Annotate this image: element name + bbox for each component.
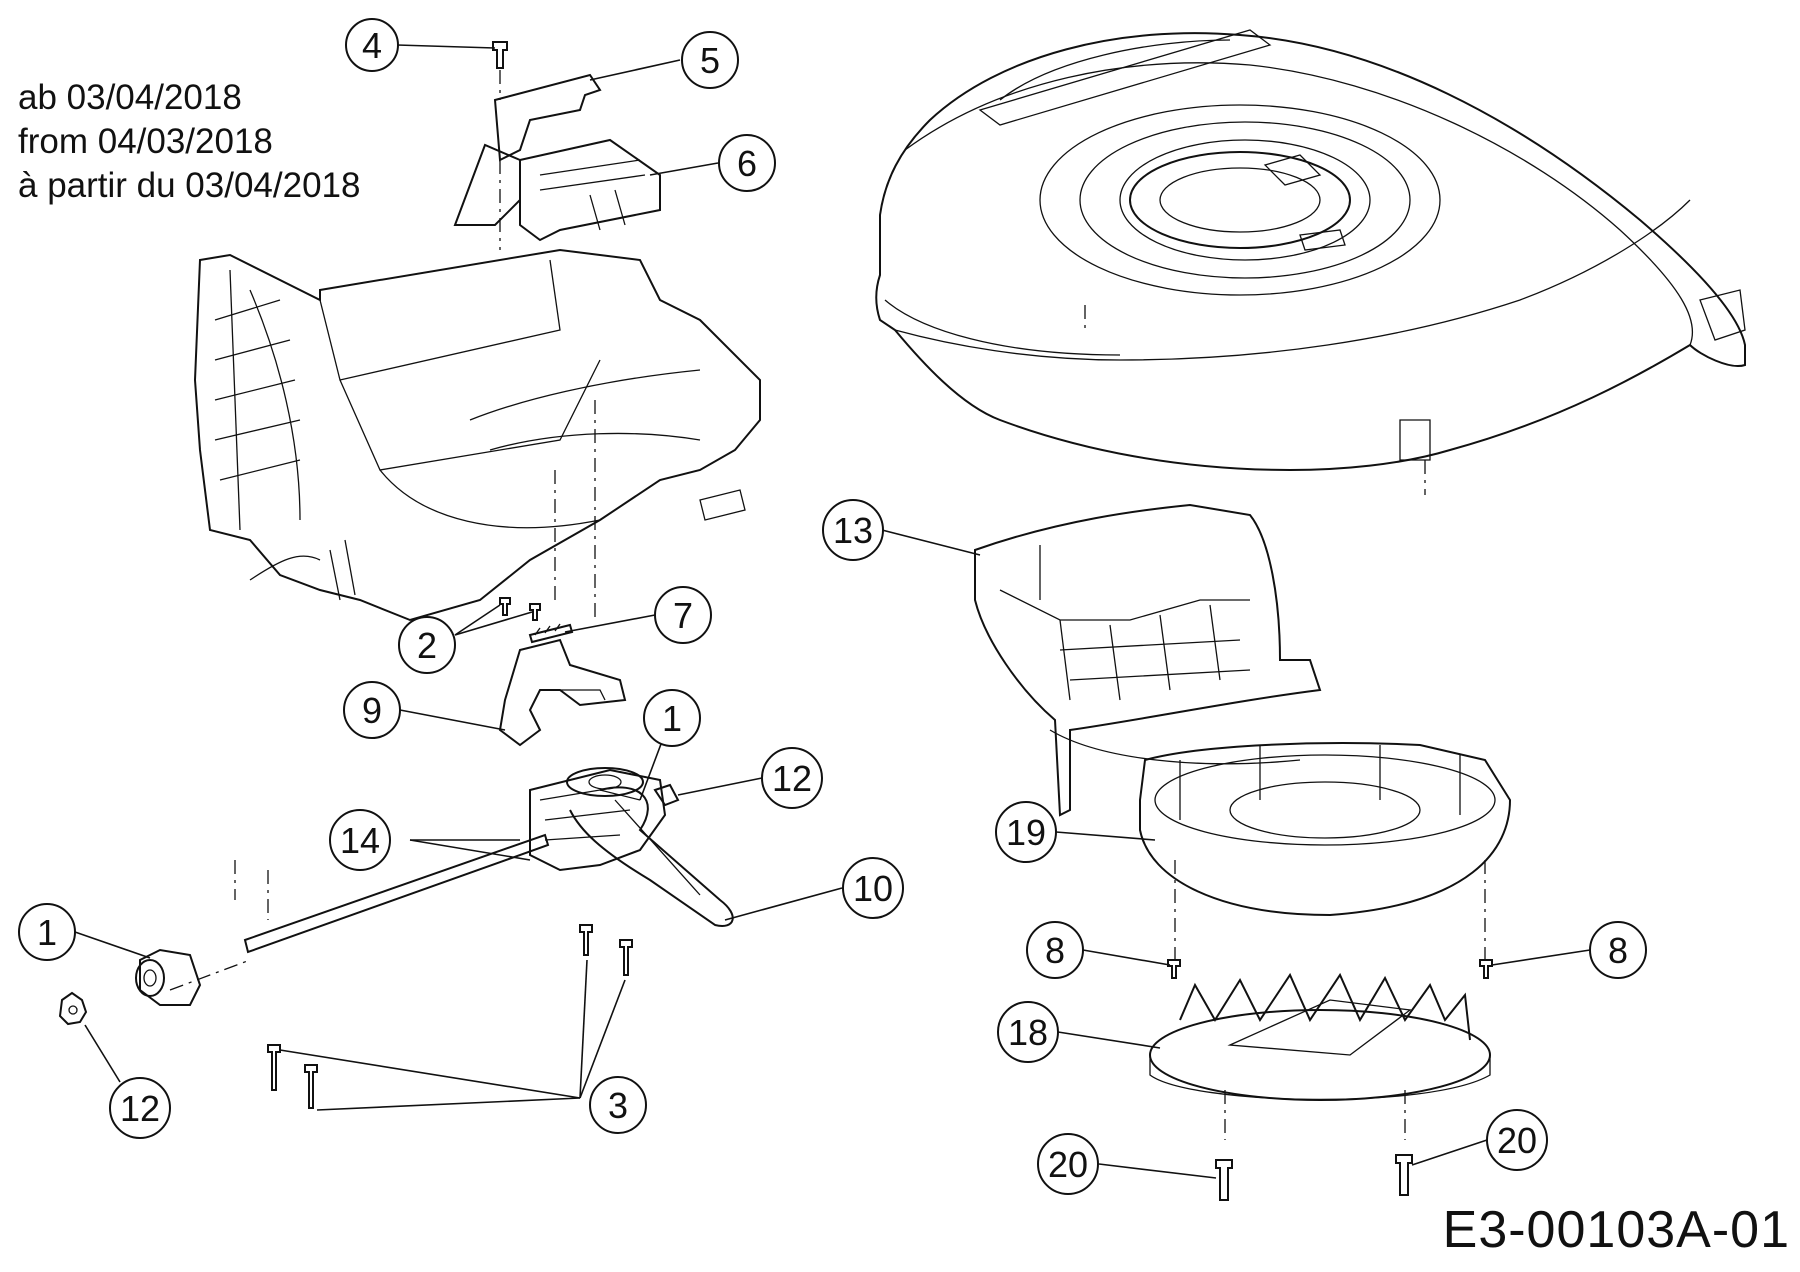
- svg-text:13: 13: [833, 510, 873, 551]
- callout-1-lower: 1: [18, 903, 76, 961]
- callout-3: 3: [589, 1076, 647, 1134]
- svg-text:20: 20: [1497, 1120, 1537, 1161]
- svg-text:20: 20: [1048, 1144, 1088, 1185]
- fan-housing-drawing: [1139, 742, 1512, 917]
- fan-wheel-drawing: [1149, 972, 1491, 1101]
- callout-8-right: 8: [1589, 921, 1647, 979]
- svg-text:12: 12: [120, 1088, 160, 1129]
- svg-text:8: 8: [1045, 930, 1065, 971]
- callout-7: 7: [654, 586, 712, 644]
- svg-text:5: 5: [700, 40, 720, 81]
- callout-14: 14: [329, 809, 391, 871]
- grass-chute-drawing: [974, 503, 1322, 817]
- callout-5: 5: [681, 31, 739, 89]
- svg-text:4: 4: [362, 25, 382, 66]
- callout-8-left: 8: [1026, 921, 1084, 979]
- svg-text:7: 7: [673, 595, 693, 636]
- callout-20-right: 20: [1486, 1109, 1548, 1171]
- callout-18: 18: [997, 1001, 1059, 1063]
- leader-lines: [74, 44, 1591, 1179]
- lever-bracket-drawing: [498, 638, 627, 747]
- svg-text:1: 1: [37, 912, 57, 953]
- svg-text:1: 1: [662, 698, 682, 739]
- mower-deck-drawing: [875, 29, 1746, 495]
- upper-bracket-drawing: [453, 41, 661, 250]
- small-bolts-drawing: [1167, 959, 1493, 979]
- wheel-pulley-drawing: [58, 948, 202, 1026]
- screws-and-spring: [499, 597, 574, 644]
- fan-bolts-drawing: [1215, 1154, 1413, 1201]
- bolts-drawing: [267, 924, 633, 1109]
- svg-text:2: 2: [417, 625, 437, 666]
- callout-9: 9: [343, 681, 401, 739]
- assembly-lines: [169, 400, 1486, 1140]
- callout-4: 4: [345, 18, 399, 72]
- chassis-drawing: [193, 248, 761, 622]
- callout-10: 10: [842, 857, 904, 919]
- date-note-german: ab 03/04/2018: [18, 78, 242, 117]
- callout-2: 2: [398, 616, 456, 674]
- callout-12-upper: 12: [761, 747, 823, 809]
- callout-20-left: 20: [1037, 1133, 1099, 1195]
- svg-text:14: 14: [340, 820, 380, 861]
- callout-6: 6: [718, 134, 776, 192]
- drawing-code: E3-00103A-01: [1442, 1201, 1790, 1259]
- svg-text:18: 18: [1008, 1012, 1048, 1053]
- callout-19: 19: [995, 801, 1057, 863]
- transmission-drawing: [243, 767, 734, 954]
- callout-13: 13: [822, 499, 884, 561]
- svg-text:12: 12: [772, 758, 812, 799]
- svg-text:3: 3: [608, 1085, 628, 1126]
- date-note-french: à partir du 03/04/2018: [18, 166, 361, 205]
- date-note-english: from 04/03/2018: [18, 122, 273, 161]
- callout-12-lower: 12: [109, 1077, 171, 1139]
- callout-1-upper: 1: [643, 689, 701, 747]
- svg-text:19: 19: [1006, 812, 1046, 853]
- svg-text:10: 10: [853, 868, 893, 909]
- svg-text:6: 6: [737, 143, 757, 184]
- svg-text:8: 8: [1608, 930, 1628, 971]
- svg-text:9: 9: [362, 690, 382, 731]
